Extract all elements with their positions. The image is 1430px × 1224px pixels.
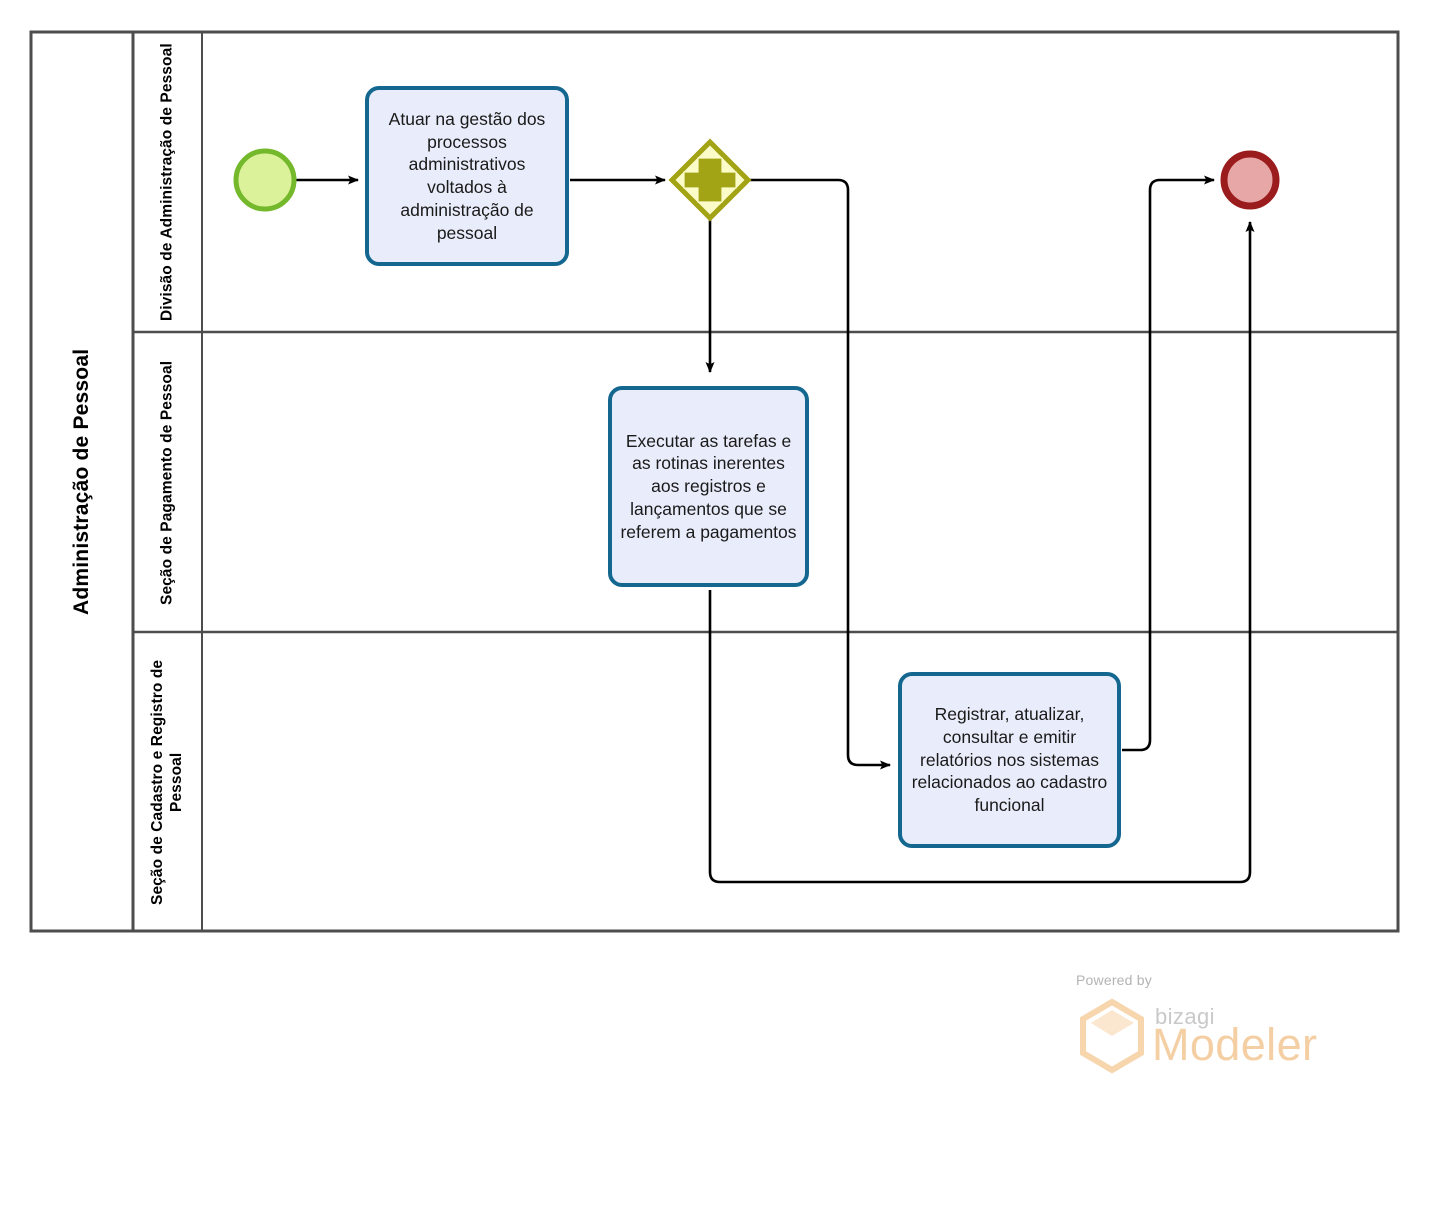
- powered-by-label: Powered by: [1076, 972, 1152, 988]
- parallel-gateway[interactable]: [668, 138, 752, 222]
- lane-label-secao-de-pagamento-de-pessoal: Seção de Pagamento de Pessoal: [158, 360, 176, 605]
- lane-label-secao-de-cadastro-e-registro-de-pessoal: Seção de Cadastro e Registro de Pessoal: [149, 655, 185, 905]
- lane-label-divisao-de-administracao-de-pessoal: Divisão de Administração de Pessoal: [158, 43, 176, 321]
- bizagi-hex-icon: [1080, 998, 1144, 1074]
- modeler-product-label: Modeler: [1152, 1019, 1318, 1070]
- sequence-flows: [296, 175, 1255, 884]
- start-event[interactable]: [233, 148, 297, 212]
- flow-task3-to-end: [1122, 175, 1215, 752]
- task-atuar-na-gestao[interactable]: Atuar na gestão dos processos administra…: [365, 86, 569, 266]
- task-executar-as-tarefas[interactable]: Executar as tarefas e as rotinas inerent…: [608, 386, 809, 587]
- pool-label: Administração de Pessoal: [70, 348, 94, 615]
- flow-task2-to-end: [708, 221, 1255, 884]
- bizagi-brand-label: bizagi: [1155, 1004, 1215, 1029]
- plus-icon: [683, 157, 737, 203]
- flow-gateway-to-task3: [748, 178, 891, 770]
- end-event[interactable]: [1220, 150, 1280, 210]
- task-registrar-atualizar[interactable]: Registrar, atualizar, consultar e emitir…: [898, 672, 1121, 848]
